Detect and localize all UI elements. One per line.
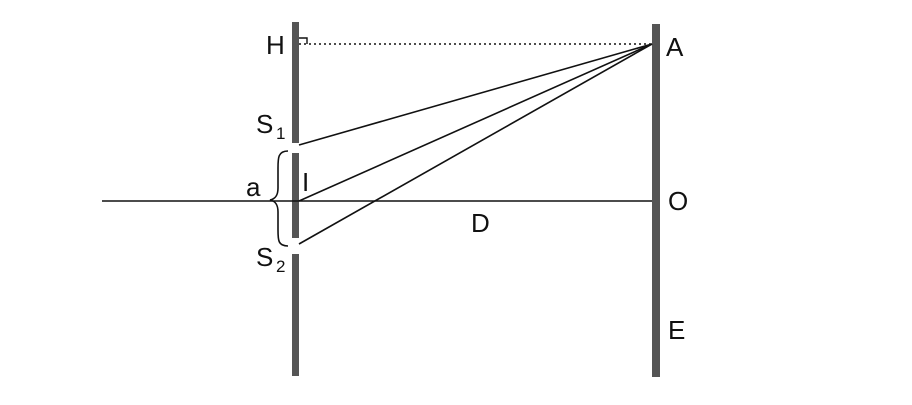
ray-i-a [298, 43, 653, 202]
label-h: H [266, 30, 285, 60]
screen [652, 24, 660, 377]
ray-s2-a [298, 43, 653, 245]
label-e: E [668, 315, 685, 345]
barrier-top-segment [292, 22, 299, 143]
ray-s1-a [298, 43, 653, 146]
label-s2-subscript: 2 [276, 257, 285, 276]
label-a-distance: a [246, 172, 261, 202]
label-a-point: A [666, 32, 684, 62]
label-s1-subscript: 1 [276, 124, 285, 143]
barrier-middle-segment [292, 153, 299, 238]
barrier-bottom-segment [292, 254, 299, 376]
label-s2: S [256, 242, 273, 272]
brace-a [269, 150, 289, 247]
label-s1: S [256, 109, 273, 139]
label-d: D [471, 208, 490, 238]
label-i: I [302, 167, 309, 197]
label-o: O [668, 186, 688, 216]
right-angle-marker [299, 37, 308, 44]
